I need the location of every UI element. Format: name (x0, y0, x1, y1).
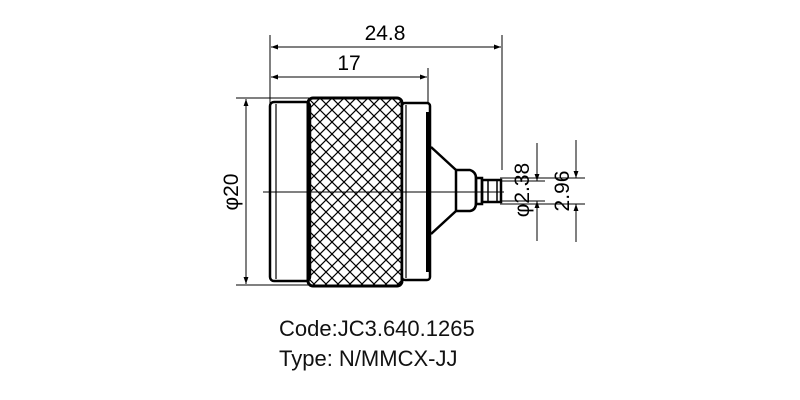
product-code: Code:JC3.640.1265 (279, 316, 475, 341)
dimension-body-length: 17 (271, 52, 429, 103)
overall-length-label: 24.8 (365, 22, 406, 45)
dimension-tip-diameter: 2.96 (500, 140, 585, 242)
product-type: Type: N/MMCX-JJ (279, 346, 458, 371)
dimension-overall-length: 24.8 (269, 22, 503, 170)
body-diameter-label: φ20 (220, 174, 243, 211)
pin-tip (480, 178, 503, 204)
pin-diameter-label: φ2.38 (511, 163, 534, 218)
tip-diameter-label: 2.96 (551, 171, 574, 212)
dimension-body-diameter: φ20 (220, 97, 310, 286)
dimension-pin-diameter: φ2.38 (500, 143, 545, 241)
body-length-label: 17 (337, 52, 360, 75)
